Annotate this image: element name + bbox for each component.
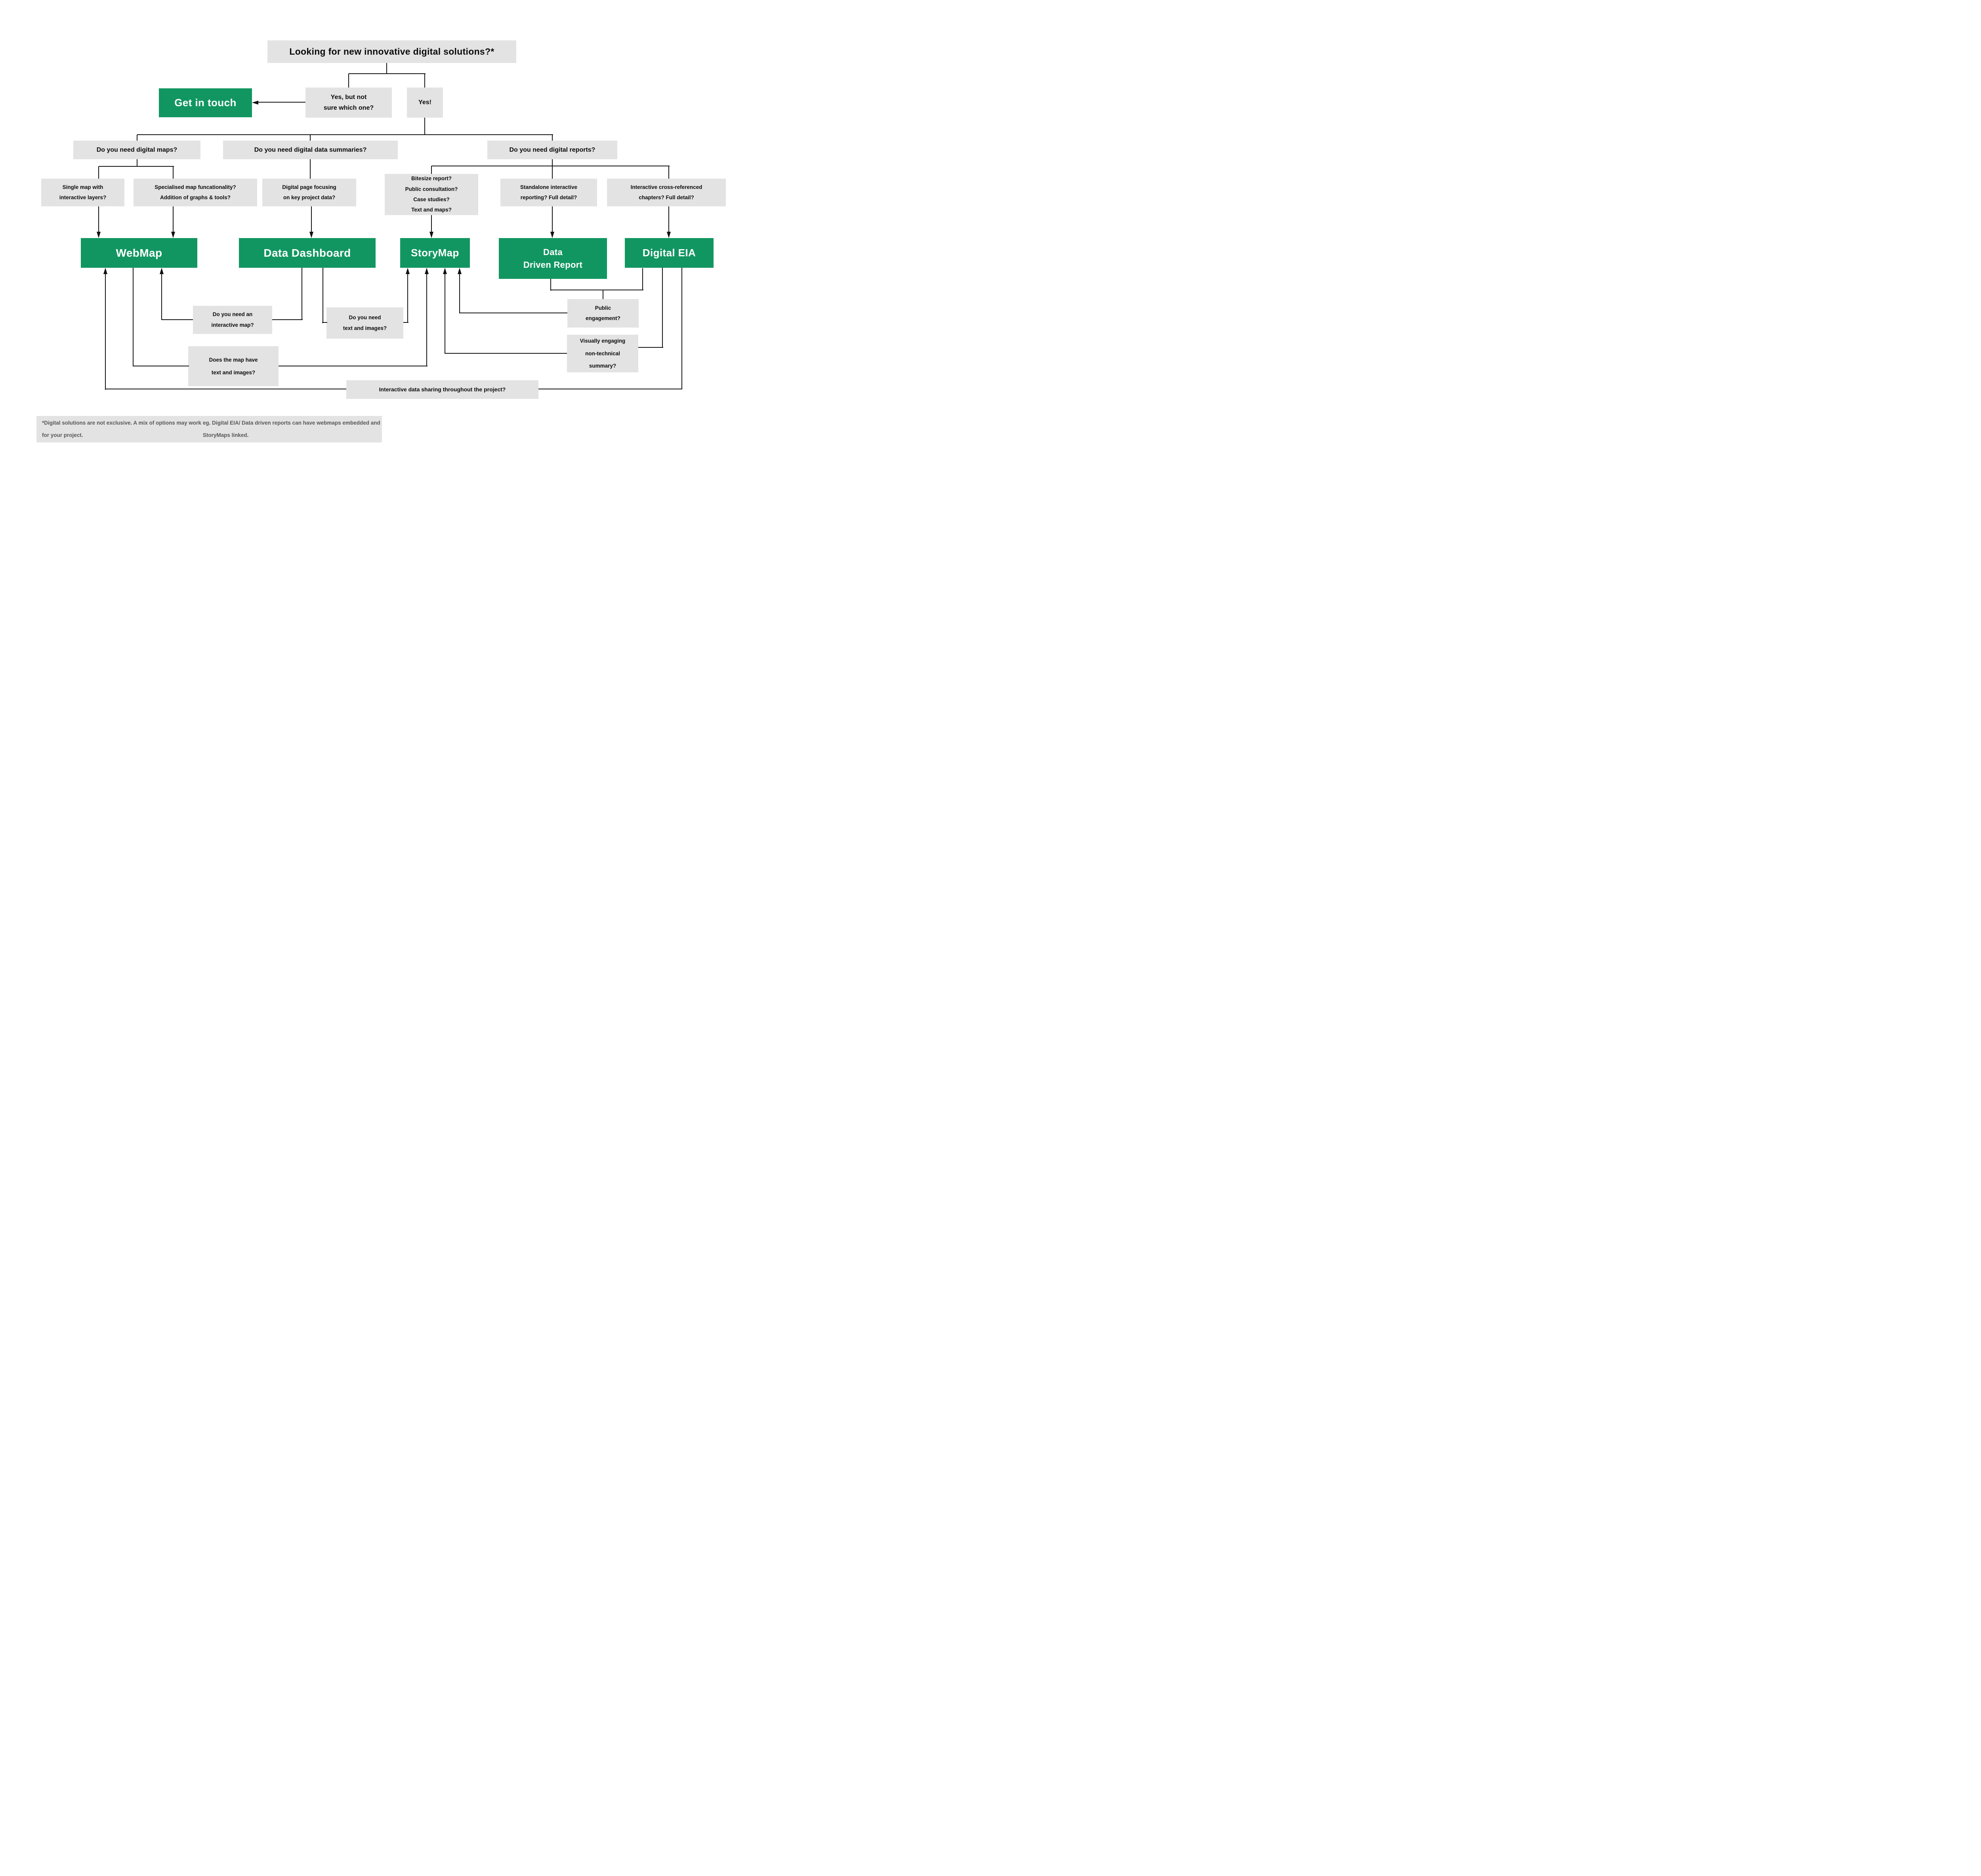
connector-line: [310, 135, 311, 141]
connector-line: [668, 206, 669, 233]
feedback-interactive-map: Do you need an interactive map?: [193, 306, 272, 334]
footnote-line2: eg. Digital EIA/ Data driven reports can…: [202, 420, 380, 438]
option-standalone-reporting: Standalone interactive reporting? Full d…: [500, 179, 597, 206]
connector-line: [550, 279, 551, 291]
solution-digital-eia: Digital EIA: [625, 238, 714, 268]
answer-yes-box: Yes!: [407, 88, 443, 118]
question-digital-data-summaries: Do you need digital data summaries?: [223, 141, 398, 159]
arrowhead-up-icon: [425, 268, 429, 274]
connector-line: [161, 273, 162, 320]
connector-line: [407, 273, 408, 323]
arrowhead-down-icon: [667, 232, 671, 238]
solution-data-dashboard: Data Dashboard: [239, 238, 376, 268]
connector-line: [552, 206, 553, 233]
question-digital-reports: Do you need digital reports?: [487, 141, 617, 159]
flowchart-canvas: Looking for new innovative digital solut…: [0, 0, 752, 469]
connector-line: [173, 166, 174, 179]
connector-line: [662, 268, 663, 348]
connector-line: [98, 166, 99, 179]
connector-line: [431, 166, 432, 174]
connector-line: [552, 159, 553, 179]
arrowhead-down-icon: [309, 232, 313, 238]
arrowhead-down-icon: [171, 232, 175, 238]
connector-line: [162, 319, 193, 320]
connector-line: [552, 135, 553, 141]
solution-webmap: WebMap: [81, 238, 197, 268]
connector-line: [105, 273, 106, 390]
feedback-map-text-and-images: Does the map have text and images?: [188, 346, 279, 386]
connector-line: [348, 74, 349, 88]
connector-line: [173, 206, 174, 233]
arrowhead-up-icon: [443, 268, 447, 274]
arrowhead-down-icon: [550, 232, 554, 238]
arrowhead-up-icon: [406, 268, 410, 274]
connector-line: [424, 118, 425, 135]
connector-line: [426, 273, 427, 366]
solution-storymap: StoryMap: [400, 238, 470, 268]
feedback-visually-engaging: Visually engaging non-technical summary?: [567, 335, 638, 372]
option-crossref-chapters: Interactive cross-referenced chapters? F…: [607, 179, 726, 206]
connector-line: [272, 319, 303, 320]
connector-line: [98, 206, 99, 233]
connector-line: [642, 268, 643, 290]
connector-line: [681, 268, 682, 389]
solution-data-driven-report: Data Driven Report: [499, 238, 607, 279]
option-bitesize-report: Bitesize report? Public consultation? Ca…: [385, 174, 478, 215]
connector-line: [459, 273, 460, 313]
connector-line: [310, 159, 311, 179]
connector-line: [99, 166, 174, 167]
arrowhead-left-icon: [252, 101, 258, 105]
connector-line: [445, 353, 567, 354]
connector-line: [668, 166, 669, 179]
connector-line: [431, 215, 432, 233]
option-digital-page: Digital page focusing on key project dat…: [262, 179, 356, 206]
feedback-text-and-images: Do you need text and images?: [326, 307, 403, 339]
connector-line: [403, 322, 408, 323]
connector-line: [311, 206, 312, 233]
connector-line: [386, 63, 387, 74]
option-specialised-map: Specialised map funcationality? Addition…: [134, 179, 257, 206]
arrowhead-down-icon: [97, 232, 101, 238]
get-in-touch-button[interactable]: Get in touch: [159, 88, 252, 117]
feedback-data-sharing: Interactive data sharing throughout the …: [346, 380, 538, 399]
connector-line: [137, 134, 553, 135]
answer-yes-unsure-box: Yes, but not sure which one?: [305, 88, 392, 118]
arrowhead-down-icon: [429, 232, 433, 238]
footnote: *Digital solutions are not exclusive. A …: [36, 416, 382, 442]
connector-line: [133, 268, 134, 366]
footnote-line1: *Digital solutions are not exclusive. A …: [42, 420, 201, 438]
connector-line: [258, 102, 305, 103]
title-box: Looking for new innovative digital solut…: [267, 40, 516, 63]
connector-line: [638, 347, 663, 348]
option-single-map: Single map with interactive layers?: [41, 179, 124, 206]
feedback-public-engagement: Public engagement?: [567, 299, 639, 328]
connector-line: [424, 74, 425, 88]
arrowhead-up-icon: [458, 268, 462, 274]
connector-line: [322, 322, 327, 323]
question-digital-maps: Do you need digital maps?: [73, 141, 200, 159]
arrowhead-up-icon: [103, 268, 107, 274]
connector-line: [349, 73, 426, 74]
arrowhead-up-icon: [160, 268, 164, 274]
